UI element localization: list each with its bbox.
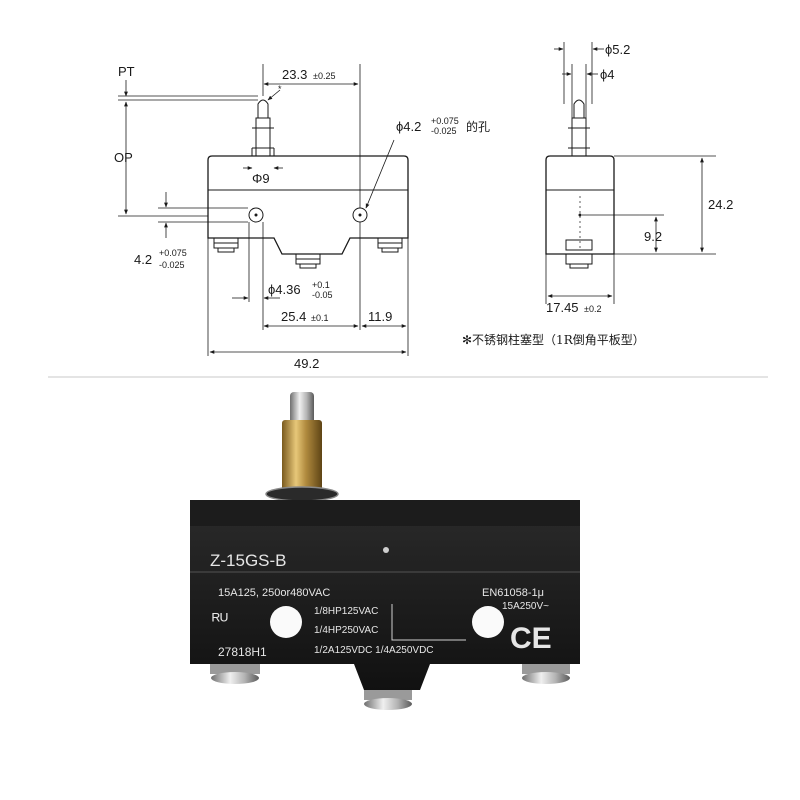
dim-center-hole-tol-plus: +0.1	[312, 280, 330, 290]
photo-rating-hp2: 1/4HP250VAC	[314, 625, 378, 636]
asterisk-mark: *	[278, 84, 282, 94]
front-view-drawing	[118, 64, 409, 356]
photo-ce-mark: CE	[510, 622, 552, 655]
dim-hole-pitch-tol: ±0.1	[311, 313, 328, 323]
terminal-left	[213, 237, 239, 253]
photo-mounting-hole-left	[270, 606, 302, 638]
side-terminal	[565, 239, 593, 269]
dim-hole-height: 9.2	[644, 229, 662, 244]
dim-rod-dia: ϕ4	[600, 67, 615, 82]
photo-plunger-nut	[265, 486, 339, 502]
photo-plunger-bushing	[282, 420, 322, 492]
photo-terminal-right	[522, 664, 570, 684]
dim-hole-tol-plus: +0.075	[431, 116, 459, 126]
photo-model-label: Z-15GS-B	[210, 551, 287, 570]
photo-switch-body	[190, 500, 580, 690]
dim-height: 24.2	[708, 197, 733, 212]
dim-width-tol: ±0.2	[584, 304, 601, 314]
dim-hole-dia: ϕ4.2	[396, 119, 421, 134]
dim-left-hole-tol-plus: +0.075	[159, 248, 187, 258]
terminal-center	[295, 253, 321, 269]
photo-rating-dc: 1/2A125VDC 1/4A250VDC	[314, 645, 434, 656]
photo-standard: EN61058-1μ	[482, 587, 544, 599]
dim-plunger-offset-tol: ±0.25	[313, 71, 335, 81]
dim-total-width: 49.2	[294, 356, 319, 371]
photo-rating-main: 15A125, 250or480VAC	[218, 587, 330, 599]
dim-hole-tol-minus: -0.025	[431, 126, 457, 136]
photo-mounting-hole-right	[472, 606, 504, 638]
dim-left-hole-tol-minus: -0.025	[159, 260, 185, 270]
plunger-rod	[255, 117, 271, 157]
dim-width: 17.45	[546, 300, 579, 315]
photo-standard-rating: 15A250V~	[502, 601, 549, 612]
side-plunger-tip	[573, 99, 585, 118]
mounting-hole-left	[248, 207, 264, 223]
dim-center-hole-tol-minus: -0.05	[312, 290, 333, 300]
pt-label: PT	[118, 64, 135, 79]
dim-center-hole: ϕ4.36	[268, 282, 301, 297]
plunger-type-note: ✻不锈钢柱塞型（1R倒角平板型）	[462, 332, 645, 347]
dim-right-offset: 11.9	[368, 309, 392, 324]
photo-serial: 27818H1	[218, 645, 267, 659]
side-plunger-rod	[571, 117, 587, 157]
terminal-right	[377, 237, 403, 253]
side-body-outline	[545, 155, 615, 255]
photo-ul-mark: ᴿᵁ	[212, 610, 228, 630]
dim-cap-dia: ϕ5.2	[605, 42, 630, 57]
switch-body-outline	[207, 155, 409, 255]
photo-body-top-cover	[190, 500, 580, 526]
dim-left-hole: 4.2	[134, 252, 152, 267]
dim-hole-suffix: 的孔	[466, 119, 490, 134]
photo-rating-hp1: 1/8HP125VAC	[314, 606, 378, 617]
product-photo	[190, 392, 580, 710]
op-label: OP	[114, 150, 133, 165]
photo-terminal-center	[364, 690, 412, 710]
photo-indicator-dot	[383, 547, 389, 553]
photo-terminal-left	[210, 664, 260, 684]
side-view-drawing	[545, 42, 716, 304]
photo-plunger-tip	[290, 392, 314, 428]
dim-plunger-dia: Φ9	[252, 171, 270, 186]
dim-hole-pitch: 25.4	[281, 309, 306, 324]
dim-plunger-offset: 23.3	[282, 67, 307, 82]
plunger-tip	[257, 99, 269, 118]
